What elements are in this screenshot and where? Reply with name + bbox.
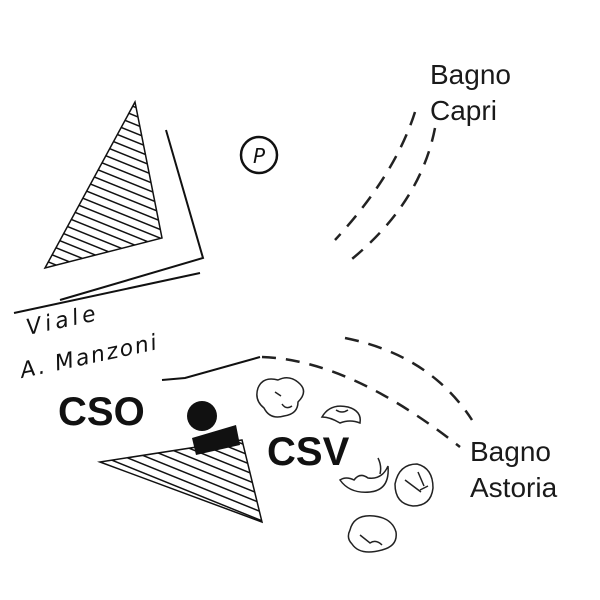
rock-1 (256, 377, 305, 418)
rock-cluster (256, 377, 434, 553)
building-block-north (43, 99, 163, 270)
label-cso: CSO (58, 390, 145, 434)
parking-circle-icon (239, 135, 279, 175)
label-bagno-astoria-1: Bagno (470, 436, 551, 467)
path-bagno-astoria-1 (261, 355, 461, 448)
cso-marker-dot (187, 401, 217, 431)
parking-marker: P (239, 135, 279, 175)
road-edge-south (161, 356, 261, 381)
label-bagno-astoria-2: Astoria (470, 472, 558, 503)
path-bagno-capri-2 (346, 127, 437, 264)
path-bagno-capri-1 (334, 111, 417, 241)
path-bagno-astoria-2 (344, 336, 474, 421)
road-edge-north (59, 129, 205, 301)
rock-4 (394, 463, 434, 507)
street-label-line1: Viale (24, 301, 102, 341)
label-csv: CSV (267, 430, 350, 474)
rock-5 (347, 515, 397, 553)
cso-marker-block (192, 425, 240, 455)
building-block-south (97, 439, 264, 524)
label-bagno-capri-1: Bagno (430, 59, 511, 90)
rock-2 (320, 405, 361, 425)
label-bagno-capri-2: Capri (430, 95, 497, 126)
road-edge-street (13, 272, 201, 314)
parking-label: P (253, 144, 266, 168)
rock-3 (338, 457, 389, 493)
